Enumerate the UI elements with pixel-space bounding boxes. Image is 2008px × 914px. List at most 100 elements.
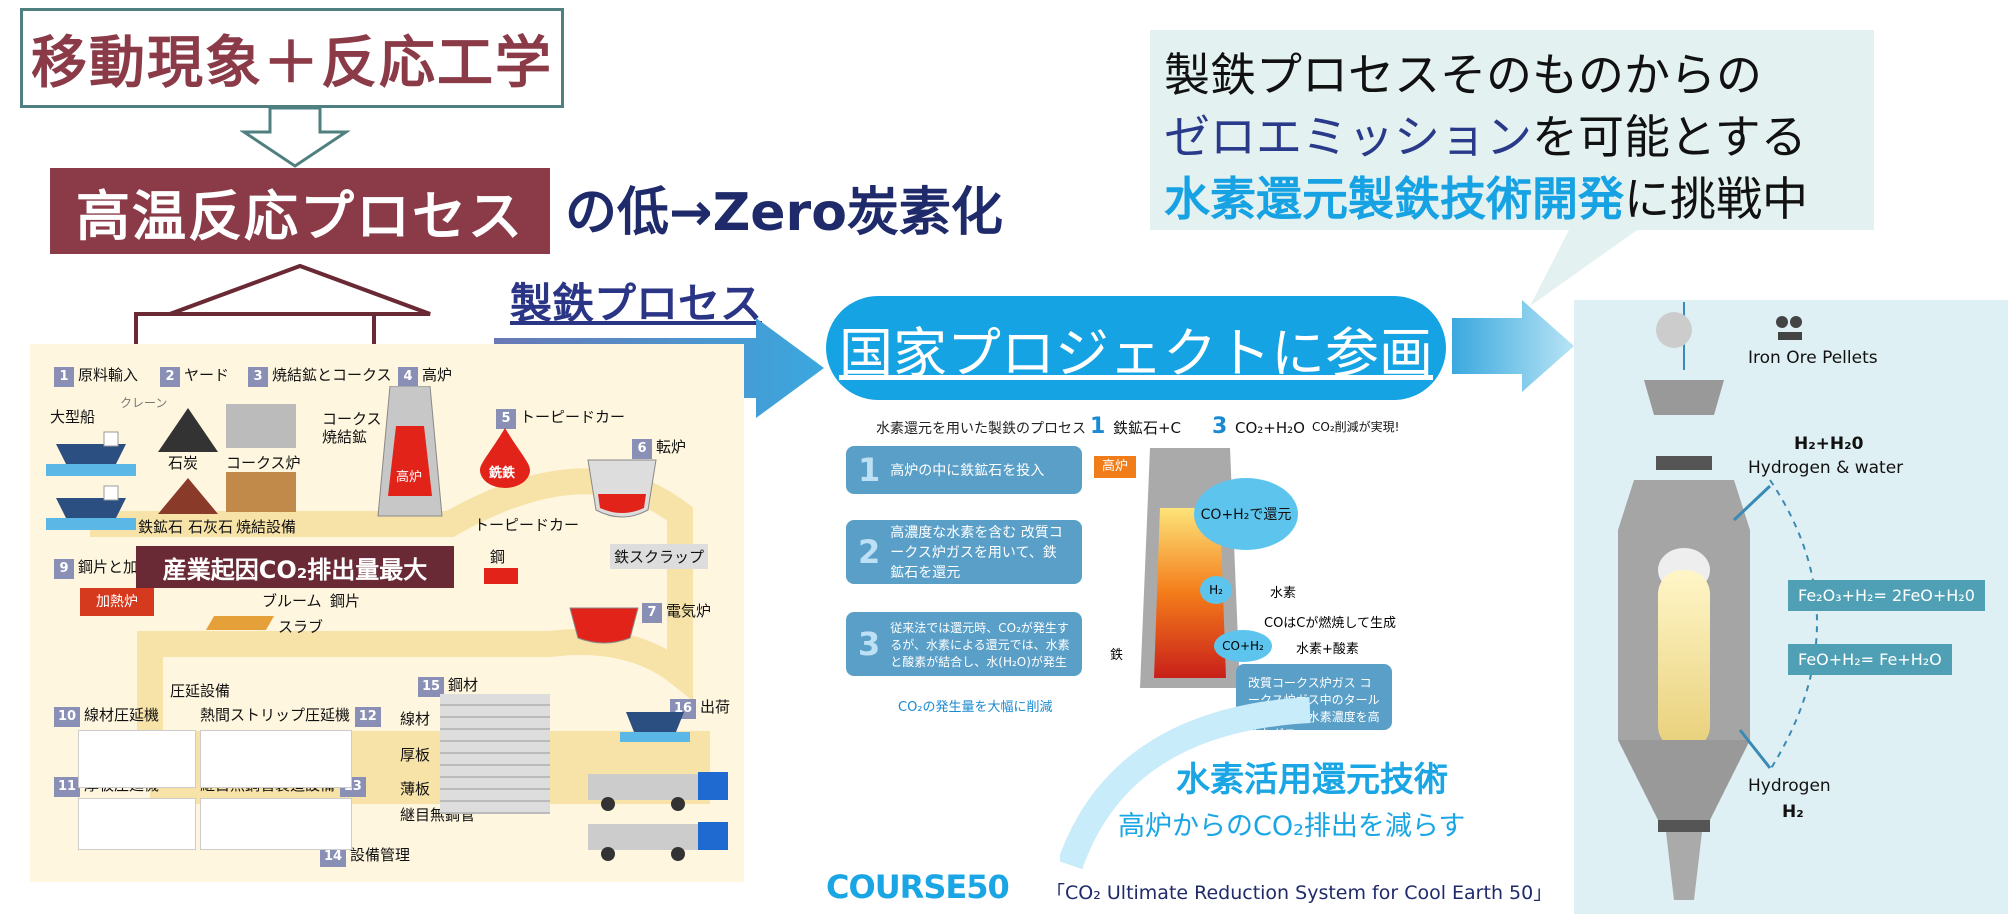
stage-12: 熱間ストリップ圧延機 12	[200, 704, 385, 727]
low-carbon-text: の低→Zero炭素化	[565, 183, 1003, 243]
hydrogen-label: Hydrogen	[1748, 776, 1831, 796]
wire-label: 線材	[400, 710, 431, 728]
reduction-cloud: CO+H₂で還元	[1194, 478, 1298, 550]
course-process-title: 水素還元を用いた製鉄のプロセス	[876, 421, 1086, 437]
pellets-label: Iron Ore Pellets	[1748, 348, 1878, 368]
reduce-note: CO₂の発生量を大幅に削減	[898, 700, 1053, 715]
process-box: 高温反応プロセス	[50, 168, 550, 254]
zero-emission-box: 製鉄プロセスそのものからの ゼロエミッションを可能とする 水素還元製鉄技術開発に…	[1150, 30, 1874, 230]
ship-icon-2	[46, 485, 136, 530]
course50-tagline: 「CO₂ Ultimate Reduction System for Cool …	[1046, 882, 1553, 904]
plate-label: 厚板	[400, 746, 431, 764]
tech-subtitle: 高炉からのCO₂排出を減らす	[1118, 811, 1466, 842]
seitetsu-process-label: 製鉄プロセス	[510, 279, 763, 328]
billet-label: 鋼片	[330, 592, 361, 610]
iron-out-label: 鉄	[1110, 648, 1124, 663]
coke-sinter-label: コークス 焼結鉱	[322, 410, 382, 446]
steel-label: 鋼	[490, 548, 506, 566]
sheet-label: 薄板	[400, 780, 431, 798]
process-box-text: 高温反応プロセス	[76, 184, 524, 248]
blast-furnace-label: 高炉	[396, 470, 423, 485]
zero-line-3b: に挑戦中	[1624, 172, 1808, 226]
h2-formula: H₂	[1782, 802, 1804, 822]
national-project-text: 国家プロジェクトに参画	[839, 321, 1433, 385]
shaft-furnace-drawing	[1618, 302, 1818, 900]
reheat-furnace: 加熱炉	[80, 588, 154, 616]
top-output: 3 CO₂+H₂O	[1212, 414, 1305, 439]
coke-oven-label: コークス炉	[226, 454, 301, 472]
ore-pile-icon	[158, 478, 218, 514]
shaft-furnace-panel: Iron Ore Pellets H₂+H₂0 Hydrogen & water…	[1574, 300, 2008, 914]
national-project-button[interactable]: 国家プロジェクトに参画	[826, 296, 1446, 400]
iron-ore-label: 鉄鉱石	[138, 518, 184, 536]
gas-box: 改質コークス炉ガス コークス炉ガス中のタールを改質して水素濃度を高めたガス	[1236, 664, 1392, 741]
top-input: 1 鉄鉱石+C	[1090, 414, 1182, 439]
limestone-label: 石灰石	[188, 518, 234, 536]
scrap-label: 鉄スクラップ	[610, 544, 709, 569]
zero-line-2b: を可能とする	[1532, 110, 1807, 164]
course50-logo: COURSE50	[826, 868, 1010, 906]
h2h2o-formula: H₂+H₂0	[1794, 434, 1864, 454]
down-arrow-icon	[240, 106, 350, 168]
zero-line-3a: 水素還元製鉄技術開発	[1164, 172, 1624, 226]
flow-arrow-2-icon	[1452, 300, 1574, 392]
co2-max-label: 産業起因CO₂排出量最大	[136, 546, 454, 588]
plate-mill-box	[78, 798, 196, 850]
tech-title: 水素活用還元技術	[1176, 760, 1448, 800]
equation-2: FeO+H₂= Fe+H₂O	[1788, 644, 1952, 675]
zero-line-2a: ゼロエミッション	[1164, 110, 1532, 164]
top-result: CO₂削減が実現!	[1312, 420, 1400, 434]
cargo-ship-icon	[620, 712, 690, 742]
slab-shape	[205, 616, 275, 630]
strip-mill-box	[200, 730, 352, 788]
blast-furnace-icon	[377, 386, 443, 517]
wire-mill-box	[78, 730, 196, 788]
ship-icon	[46, 431, 136, 476]
h2h2o-label: Hydrogen & water	[1748, 458, 1904, 478]
torpedo-label: トーピードカー	[474, 516, 580, 534]
coal-pile-icon	[158, 408, 218, 452]
coal-label: 石炭	[168, 454, 199, 472]
pig-iron-label: 銑鉄	[489, 466, 516, 481]
coke-oven-shape	[226, 404, 296, 448]
furnace-tag: 高炉	[1094, 456, 1136, 478]
rolling-label: 圧延設備	[170, 682, 231, 700]
truck-icons	[588, 772, 728, 861]
callout-tail	[1530, 228, 1640, 306]
product-stack	[440, 694, 550, 814]
sinter-shape	[226, 472, 296, 512]
coh2-label: 水素+酸素	[1296, 642, 1359, 657]
ship-label: 大型船	[50, 408, 96, 426]
bloom-label: ブルーム	[262, 592, 322, 610]
pipe-mill-box	[200, 798, 352, 850]
crane-label: クレーン	[120, 396, 168, 410]
pig-iron-icon	[480, 428, 530, 488]
co-note: COはCが燃焼して生成	[1264, 616, 1396, 631]
sinter-label: 焼結設備	[236, 518, 297, 536]
slab-label: スラブ	[278, 618, 324, 636]
ladle-shape	[484, 568, 518, 584]
converter-icon	[587, 459, 657, 518]
h2-label: 水素	[1270, 586, 1297, 601]
title-text: 移動現象＋反応工学	[31, 30, 553, 96]
equation-1: Fe₂O₃+H₂= 2FeO+H₂0	[1788, 580, 1985, 611]
zero-line-1: 製鉄プロセスそのものからの	[1164, 48, 1762, 102]
coh2-bubble: CO+H₂	[1214, 630, 1272, 662]
h2-bubble: H₂	[1200, 576, 1232, 604]
arc-decoration	[1060, 697, 1311, 870]
